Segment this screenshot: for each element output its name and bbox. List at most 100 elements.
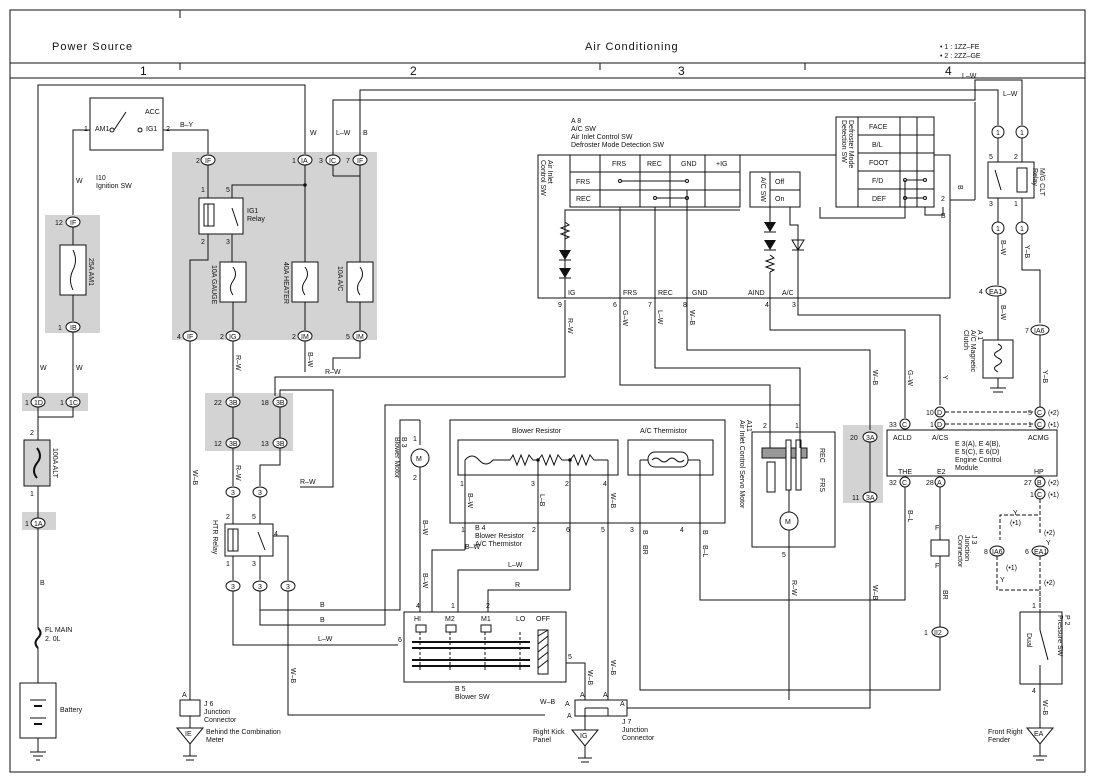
svg-text:R–W: R–W [325,369,341,376]
svg-text:(•2): (•2) [1048,410,1059,417]
svg-text:G–W: G–W [906,370,913,386]
blower-motor-id: B 3 [400,437,407,448]
svg-text:3: 3 [531,481,535,488]
svg-text:5: 5 [226,187,230,194]
ground-ea [1025,727,1055,745]
b5-name: Blower SW [455,694,490,701]
svg-text:On: On [775,196,784,203]
svg-text:A: A [580,692,585,699]
htr-relay-label: HTR Relay [211,520,218,555]
svg-text:B–W: B–W [999,305,1006,321]
svg-text:4: 4 [680,527,684,534]
svg-text:BR: BR [641,545,648,555]
svg-text:R–W: R–W [300,479,316,486]
svg-text:L–W: L–W [962,73,977,80]
svg-text:2: 2 [763,423,767,430]
svg-text:W: W [76,178,83,185]
svg-text:1: 1 [996,130,1000,137]
svg-text:6: 6 [398,637,402,644]
svg-text:EA1: EA1 [1034,549,1047,556]
svg-text:6: 6 [1025,549,1029,556]
svg-text:L–W: L–W [1003,91,1018,98]
svg-text:Meter: Meter [206,737,225,744]
outer-frame [9,9,1086,773]
resistor-fuse [464,455,494,465]
svg-text:REC: REC [576,196,591,203]
svg-text:M1: M1 [481,616,491,623]
svg-text:A: A [565,701,570,708]
svg-text:3: 3 [792,302,796,309]
svg-text:8: 8 [683,302,687,309]
svg-text:B–W: B–W [999,240,1006,256]
svg-text:IA6: IA6 [992,549,1003,556]
svg-text:Right Kick: Right Kick [533,729,565,736]
svg-text:5: 5 [568,654,572,661]
svg-text:3B: 3B [229,400,238,407]
svg-text:L–W: L–W [656,310,663,325]
svg-text:1: 1 [460,481,464,488]
svg-text:22: 22 [214,400,222,407]
p2-id: P 2 [1063,615,1070,625]
svg-text:+IG: +IG [716,161,727,168]
svg-text:BR: BR [941,590,948,600]
svg-text:Panel: Panel [533,737,551,744]
svg-text:DEF: DEF [872,196,886,203]
svg-text:IA6: IA6 [1034,328,1045,335]
battery [19,682,57,739]
svg-text:3: 3 [258,490,262,497]
svg-text:Relay: Relay [1031,168,1038,186]
svg-text:9: 9 [558,302,562,309]
svg-text:Y: Y [941,375,948,380]
svg-text:HP: HP [1034,469,1044,476]
a1-id: A 1 [976,330,983,340]
svg-text:IG: IG [580,733,587,740]
svg-text:W: W [40,365,47,372]
fuse-alt-label: 100A ALT [51,448,58,479]
svg-text:Clutch: Clutch [962,330,969,350]
svg-text:IC: IC [329,158,336,165]
svg-text:L–B: L–B [538,494,545,507]
svg-text:7: 7 [648,302,652,309]
svg-text:ACLD: ACLD [893,435,912,442]
column-1: 1 [140,64,147,78]
svg-text:3: 3 [319,158,323,165]
pressure-switch [1019,611,1063,685]
svg-text:Y: Y [1046,540,1051,547]
svg-text:W–B: W–B [688,310,695,326]
svg-text:B: B [701,530,708,535]
svg-text:4: 4 [979,289,983,296]
svg-text:AIND: AIND [748,290,765,297]
svg-text:Dual: Dual [1025,633,1032,648]
svg-text:3: 3 [226,239,230,246]
svg-text:R: R [515,582,520,589]
svg-text:GND: GND [681,161,697,168]
svg-text:A: A [620,701,625,708]
svg-text:Junction: Junction [622,727,648,734]
svg-text:4: 4 [177,334,181,341]
title-power-source: Power Source [52,41,133,53]
note-1: • 1 : 1ZZ–FE [940,44,980,51]
svg-text:IA: IA [301,158,308,165]
svg-text:3B: 3B [229,441,238,448]
svg-text:D: D [937,422,942,429]
svg-text:3A: 3A [866,495,875,502]
svg-text:IF: IF [205,158,211,165]
svg-text:1: 1 [413,436,417,443]
svg-text:Air Inlet: Air Inlet [546,160,553,184]
engine-control-module [886,429,1058,477]
ignition-name: Ignition SW [96,183,132,190]
svg-text:2: 2 [201,239,205,246]
svg-text:C: C [1037,492,1042,499]
svg-text:Junction: Junction [204,709,230,716]
svg-text:3: 3 [231,584,235,591]
fuse-ac-label: 10A A/C [336,266,343,291]
svg-text:2: 2 [1014,154,1018,161]
svg-text:2: 2 [292,334,296,341]
svg-text:R–W: R–W [234,355,241,371]
svg-text:(•1): (•1) [1010,520,1021,527]
svg-text:W–B: W–B [1041,700,1048,716]
svg-text:B–L: B–L [906,510,913,523]
svg-text:REC: REC [818,448,825,463]
svg-text:A: A [567,713,572,720]
